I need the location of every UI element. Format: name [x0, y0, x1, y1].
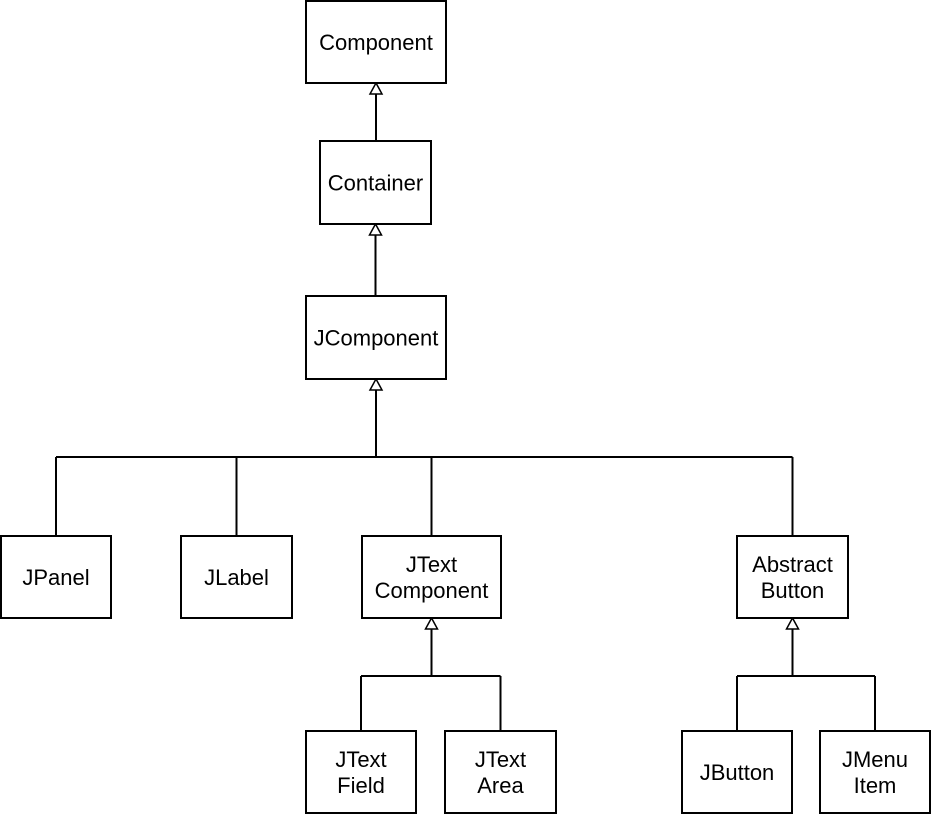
class-name-label: JComponent — [314, 326, 439, 351]
class-box-rect — [361, 535, 502, 619]
class-box-rect — [305, 730, 417, 814]
class-box-jpanel: JPanel — [0, 535, 112, 619]
inheritance-edges — [55, 81, 876, 731]
class-name-label: JPanel — [22, 565, 89, 590]
class-name-label: Field — [337, 773, 385, 798]
inheritance-group-jtextcomponent — [360, 616, 502, 731]
class-name-label: Button — [761, 578, 825, 603]
class-box-rect — [305, 295, 447, 380]
inheritance-group-jcomponent — [55, 377, 794, 536]
inheritance-group-abstractbutton — [736, 616, 876, 731]
class-name-label: JLabel — [204, 565, 269, 590]
class-name-label: JText — [335, 747, 386, 772]
class-box-rect — [444, 730, 557, 814]
class-box-rect — [319, 140, 432, 225]
class-box-jbutton: JButton — [681, 730, 793, 814]
class-name-label: Item — [854, 773, 897, 798]
inheritance-arrowhead — [785, 616, 800, 630]
class-box-rect — [819, 730, 931, 814]
class-box-rect — [681, 730, 793, 814]
class-name-label: Container — [328, 171, 423, 196]
class-name-label: JText — [475, 747, 526, 772]
class-box-rect — [180, 535, 293, 619]
class-name-label: Area — [477, 773, 524, 798]
class-box-rect — [0, 535, 112, 619]
inheritance-arrowhead — [368, 81, 384, 95]
class-box-jlabel: JLabel — [180, 535, 293, 619]
class-box-container: Container — [319, 140, 432, 225]
class-name-label: JMenu — [842, 747, 908, 772]
class-name-label: Component — [375, 578, 489, 603]
class-box-component: Component — [305, 0, 447, 84]
class-name-label: JButton — [700, 760, 775, 785]
class-name-label: Component — [319, 30, 433, 55]
class-box-rect — [736, 535, 849, 619]
class-box-rect — [305, 0, 447, 84]
inheritance-arrowhead — [368, 222, 383, 236]
class-box-jcomponent: JComponent — [305, 295, 447, 380]
inheritance-arrowhead — [424, 616, 439, 630]
inheritance-group-container — [368, 222, 383, 296]
class-name-label: JText — [406, 552, 457, 577]
inheritance-arrowhead — [368, 377, 384, 391]
class-name-label: Abstract — [752, 552, 833, 577]
inheritance-group-component — [368, 81, 384, 141]
